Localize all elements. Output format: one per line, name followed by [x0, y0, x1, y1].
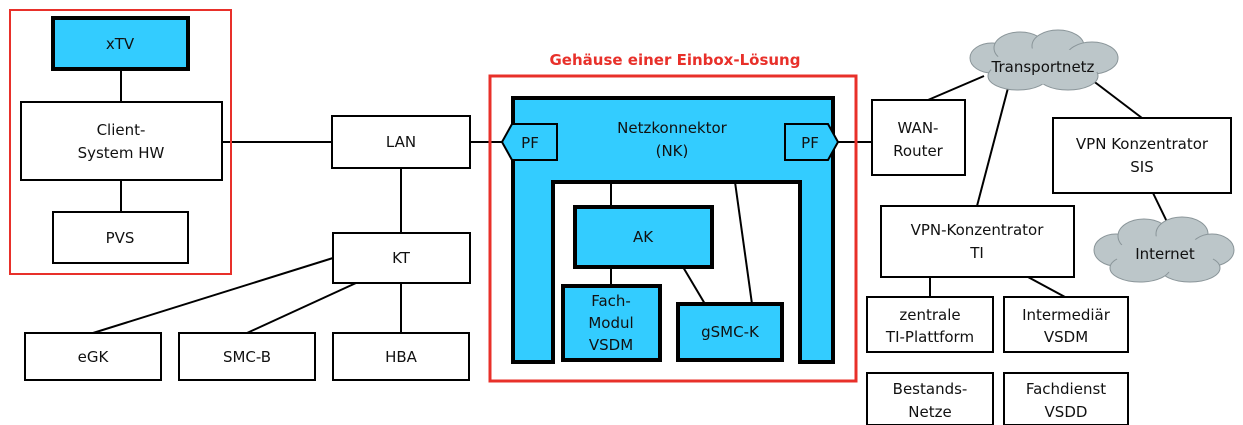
vpn-sis-label-line1: VPN Konzentrator	[1076, 135, 1209, 153]
client-system-label-line2: System HW	[78, 144, 165, 162]
pf-right-port[interactable]	[784, 123, 840, 161]
edge-nk-gsmck	[734, 181, 753, 305]
egk-box[interactable]	[24, 332, 162, 381]
zentrale-ti-plattform-box[interactable]	[866, 296, 994, 353]
intermediar-vsdm-box[interactable]	[1003, 296, 1129, 353]
hba-box[interactable]	[332, 332, 470, 381]
lan-box[interactable]	[331, 115, 471, 169]
internet-label: Internet	[1135, 245, 1195, 263]
enclosure-frame	[488, 74, 858, 383]
fachmodul-label-line3: VSDM	[589, 336, 633, 354]
transportnetz-cloud[interactable]	[969, 29, 1119, 91]
transportnetz-label: Transportnetz	[991, 58, 1095, 76]
bestands-label-line2: Netze	[908, 403, 951, 421]
edge-wan-transport	[927, 75, 985, 101]
bestands-netze-box[interactable]	[866, 372, 994, 425]
bestands-label-line1: Bestands-	[893, 380, 968, 398]
vpn-ti-label-line2: TI	[969, 244, 984, 262]
vpn-konzentrator-ti-box[interactable]	[880, 205, 1075, 278]
intermediar-label-line2: VSDM	[1044, 328, 1088, 346]
intermediar-label-line1: Intermediär	[1022, 306, 1111, 324]
client-system-box[interactable]	[20, 101, 223, 181]
fachmodul-label-line1: Fach-	[591, 292, 631, 310]
zentrale-label-line2: TI-Plattform	[885, 328, 974, 346]
kt-label: KT	[392, 249, 411, 267]
vpn-ti-label-line1: VPN-Konzentrator	[911, 221, 1045, 239]
client-system-label-line1: Client-	[97, 121, 146, 139]
edge-kt-egk	[92, 257, 334, 334]
smcb-label: SMC-B	[223, 348, 271, 366]
gsmck-label: gSMC-K	[701, 323, 760, 341]
netzkonnektor-label-line1: Netzkonnektor	[617, 119, 728, 137]
fachdienst-label-line1: Fachdienst	[1026, 380, 1106, 398]
internet-cloud[interactable]	[1093, 216, 1235, 283]
ak-label: AK	[633, 228, 654, 246]
ak-box[interactable]	[573, 205, 714, 269]
client-system-frame	[9, 9, 232, 275]
lan-label: LAN	[386, 133, 416, 151]
pvs-box[interactable]	[52, 211, 189, 264]
gsmck-box[interactable]	[676, 302, 784, 362]
pf-left-label: PF	[521, 134, 539, 152]
netzkonnektor-shape[interactable]	[511, 96, 835, 364]
pf-left-port[interactable]	[500, 123, 558, 161]
pf-right-label: PF	[801, 134, 819, 152]
hba-label: HBA	[385, 348, 418, 366]
wan-router-label-line2: Router	[893, 142, 944, 160]
vpn-konzentrator-sis-box[interactable]	[1052, 117, 1232, 194]
xtv-label: xTV	[106, 35, 135, 53]
zentrale-label-line1: zentrale	[899, 306, 960, 324]
pvs-label: PVS	[106, 229, 135, 247]
fachmodul-label-line2: Modul	[588, 314, 633, 332]
vpn-sis-label-line2: SIS	[1130, 158, 1153, 176]
fachdienst-vsdd-box[interactable]	[1003, 372, 1129, 425]
kt-box[interactable]	[332, 232, 471, 284]
edge-ak-gsmck	[682, 266, 706, 305]
fachdienst-label-line2: VSDD	[1045, 403, 1088, 421]
xtv-box[interactable]	[51, 16, 190, 71]
netzkonnektor-label-line2: (NK)	[656, 142, 689, 160]
enclosure-title: Gehäuse einer Einbox-Lösung	[550, 51, 801, 69]
egk-label: eGK	[78, 348, 110, 366]
wan-router-box[interactable]	[871, 99, 966, 176]
edge-vpnti-intermediar	[1027, 276, 1066, 298]
fachmodul-vsdm-box[interactable]	[561, 284, 662, 362]
edge-kt-smcb	[246, 282, 357, 334]
connector-lines	[92, 69, 1171, 334]
smcb-box[interactable]	[178, 332, 316, 381]
edge-transport-vpnti	[976, 87, 1009, 207]
wan-router-label-line1: WAN-	[898, 119, 939, 137]
edge-transport-vpnsis	[1091, 79, 1143, 119]
